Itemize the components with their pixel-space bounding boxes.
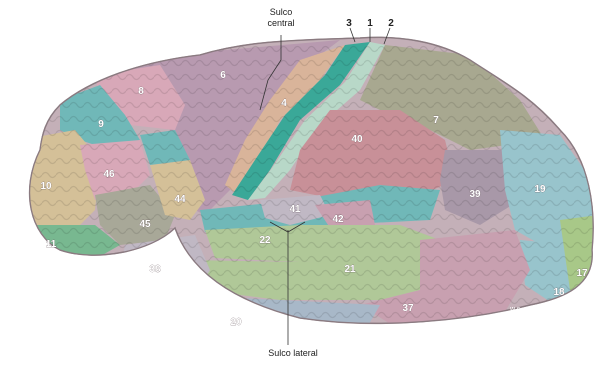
central-sulcus-label-line1: Sulco xyxy=(270,7,293,17)
area-label-10: 10 xyxy=(40,181,52,192)
area-label-2: 2 xyxy=(388,18,394,29)
area-label-46: 46 xyxy=(103,169,115,180)
area-label-40: 40 xyxy=(351,134,363,145)
area-label-41: 41 xyxy=(289,204,301,215)
area-label-44: 44 xyxy=(174,194,186,205)
area-label-17: 17 xyxy=(576,268,588,279)
area-label-4: 4 xyxy=(281,98,287,109)
area-label-3: 3 xyxy=(346,18,352,29)
area-label-22: 22 xyxy=(259,235,271,246)
area-label-8: 8 xyxy=(138,86,144,97)
area-label-21: 21 xyxy=(344,264,356,275)
area-label-20: 20 xyxy=(230,317,242,328)
area-label-6: 6 xyxy=(220,70,226,81)
area-label-42: 42 xyxy=(332,214,344,225)
area-label-37: 37 xyxy=(402,303,414,314)
area-label-11: 11 xyxy=(46,239,57,250)
area-label-19: 19 xyxy=(534,184,546,195)
area-label-7: 7 xyxy=(433,115,439,126)
area-label-39: 39 xyxy=(469,189,481,200)
area-label-38: 38 xyxy=(149,264,161,275)
area-label-9: 9 xyxy=(98,119,104,130)
central-sulcus-label-line2: central xyxy=(267,18,294,28)
area-label-18: 18 xyxy=(553,287,565,298)
area-label-1: 1 xyxy=(367,18,373,29)
area-label-45: 45 xyxy=(139,219,151,230)
lateral-sulcus-label: Sulco lateral xyxy=(268,348,318,358)
artist-initials: w.c. xyxy=(509,306,522,313)
